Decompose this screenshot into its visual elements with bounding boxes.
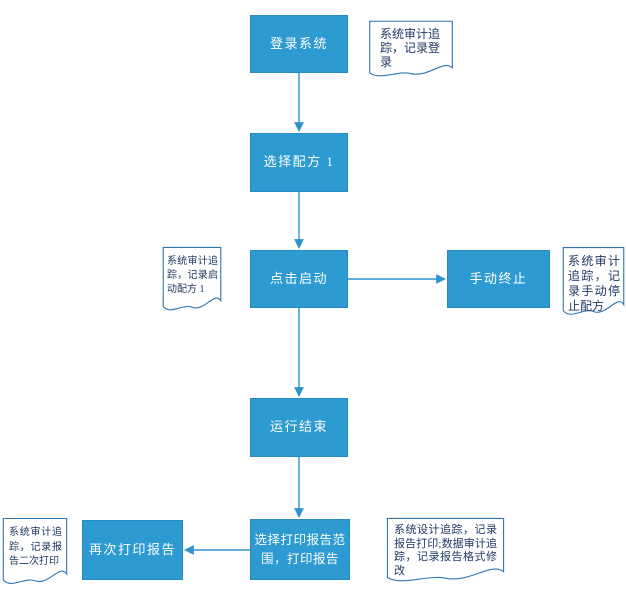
audit-note-login-text: 系统审计追踪，记录登录	[380, 27, 441, 69]
flow-node-login: 登录系统	[250, 15, 348, 73]
flow-node-reprint-report: 再次打印报告	[82, 520, 183, 580]
flow-node-manual-stop: 手动终止	[447, 250, 550, 308]
audit-note-start: 系统审计追踪，记录启动配方 1	[162, 246, 222, 318]
audit-note-manual-stop: 系统审计追踪，记录手动停止配方	[562, 246, 625, 323]
audit-note-reprint: 系统审计追踪，记录报告二次打印	[2, 517, 68, 592]
flow-node-manual-stop-label: 手动终止	[469, 270, 528, 286]
flow-node-run-end-label: 运行结束	[269, 419, 328, 435]
flow-node-click-start-label: 点击启动	[269, 270, 328, 286]
flow-node-select-recipe: 选择配方 1	[250, 133, 348, 192]
document-shape-icon	[368, 20, 454, 83]
flow-node-print-report: 选择打印报告范围，打印报告	[250, 519, 350, 580]
flow-node-login-label: 登录系统	[269, 35, 328, 51]
audit-note-start-text: 系统审计追踪，记录启动配方 1	[167, 256, 218, 295]
flow-node-select-recipe-label: 选择配方 1	[263, 154, 335, 170]
document-shape-icon	[162, 246, 222, 318]
audit-note-reprint-text: 系统审计追踪，记录报告二次打印	[9, 527, 62, 567]
flow-node-reprint-report-label: 再次打印报告	[88, 541, 176, 557]
flow-node-print-report-label: 选择打印报告范围，打印报告	[254, 533, 346, 566]
flow-node-click-start: 点击启动	[250, 250, 348, 308]
document-shape-icon	[2, 517, 68, 592]
audit-note-login: 系统审计追踪，记录登录	[368, 20, 454, 83]
audit-note-print: 系统设计追踪，记录报告打印;数据审计追踪，记录报告格式修改	[385, 517, 506, 589]
document-shape-icon	[385, 517, 506, 589]
flow-node-run-end: 运行结束	[250, 398, 348, 457]
audit-note-print-text: 系统设计追踪，记录报告打印;数据审计追踪，记录报告格式修改	[394, 524, 497, 577]
document-shape-icon	[562, 246, 625, 323]
audit-note-manual-stop-text: 系统审计追踪，记录手动停止配方	[568, 254, 620, 313]
